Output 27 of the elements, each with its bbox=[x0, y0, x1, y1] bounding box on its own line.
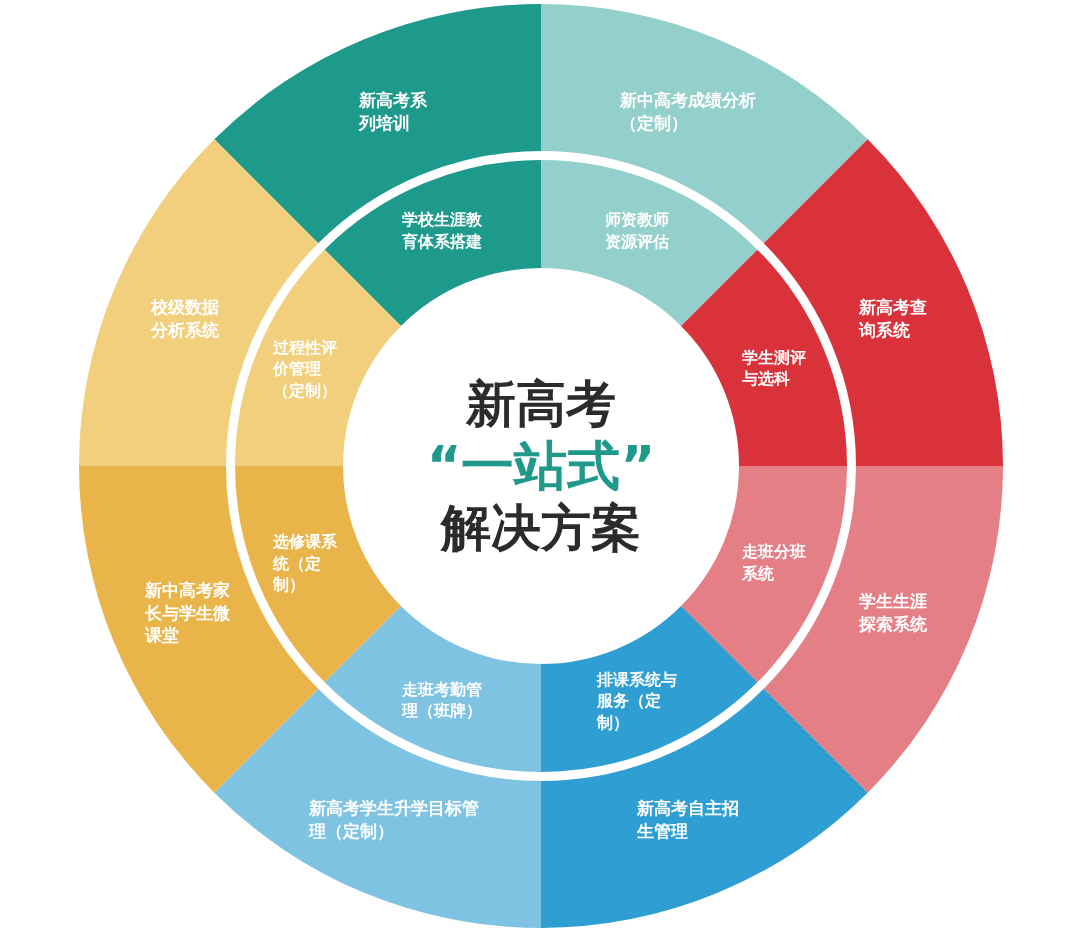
segment-label: 学生生涯探索系统 bbox=[859, 589, 929, 636]
segment-label: 学校生涯教育体系搭建 bbox=[402, 209, 484, 253]
segment-label: 新高考系列培训 bbox=[358, 89, 428, 136]
segment-label: 排课系统与服务（定制） bbox=[596, 668, 678, 734]
ring-segment bbox=[541, 160, 758, 326]
segment-label: 新中高考成绩分析（定制） bbox=[619, 89, 756, 136]
segment-label: 走班分班系统 bbox=[742, 541, 808, 585]
ring-segment bbox=[541, 606, 758, 772]
ring-segment bbox=[235, 249, 401, 467]
segment-label: 新中高考家长与学生微课堂 bbox=[144, 578, 230, 647]
segment-label: 师资教师资源评估 bbox=[604, 209, 670, 253]
segment-label: 选修课系统（定制） bbox=[272, 530, 338, 596]
segment-label: 过程性评价管理（定制） bbox=[272, 336, 338, 402]
ring-segment bbox=[681, 466, 847, 683]
ring-segment bbox=[681, 249, 847, 466]
ring-segment bbox=[324, 160, 541, 326]
center-title-line: 解决方案 bbox=[441, 497, 641, 558]
segment-label: 走班考勤管理（班牌） bbox=[402, 679, 484, 723]
ring-segment bbox=[324, 606, 541, 772]
segment-label: 新高考学生升学目标管理（定制） bbox=[309, 796, 480, 843]
segment-label: 校级数据分析系统 bbox=[151, 296, 221, 343]
center-title-line: 新高考 bbox=[466, 374, 616, 435]
segment-label: 新高考查询系统 bbox=[859, 296, 929, 343]
segment-label: 新高考自主招生管理 bbox=[636, 796, 739, 843]
center-title-line: “一站式” bbox=[426, 434, 656, 498]
ring-segment bbox=[235, 466, 401, 683]
segment-label: 学生测评与选科 bbox=[742, 347, 808, 391]
